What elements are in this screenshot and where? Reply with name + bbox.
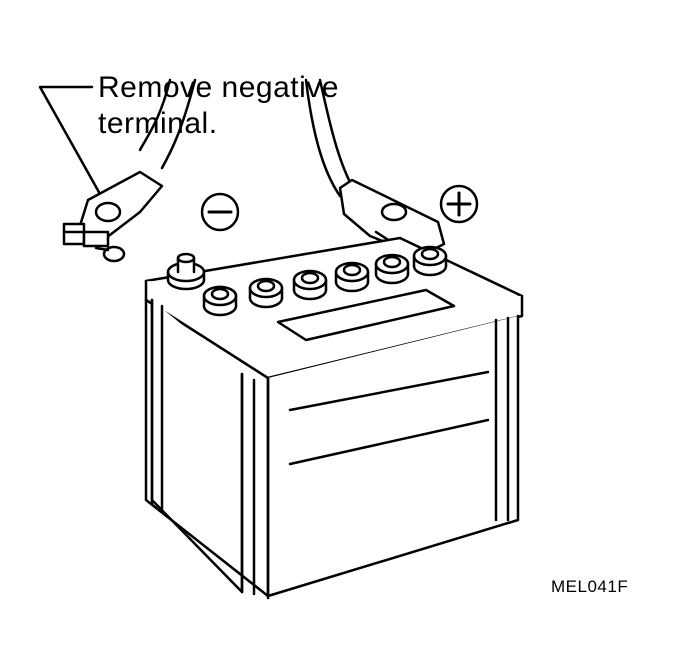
battery-caps	[166, 245, 448, 317]
callout-leader-line	[38, 85, 102, 196]
callout-line-1: Remove negative	[98, 71, 339, 104]
cap-3	[292, 269, 328, 301]
battery-case	[144, 236, 524, 600]
negative-terminal-clamp	[62, 170, 164, 263]
figure-id-label: MEL041F	[551, 577, 629, 596]
cap-4	[334, 261, 370, 293]
positive-cable	[304, 78, 354, 198]
cap-5	[374, 253, 410, 285]
negative-cable	[138, 78, 197, 170]
callout-line-2: terminal.	[98, 107, 218, 140]
positive-sign-icon	[439, 184, 479, 224]
cap-2	[248, 277, 284, 309]
cap-6	[412, 245, 448, 277]
negative-post	[166, 252, 206, 291]
cap-1	[202, 285, 238, 317]
callout-text: Remove negative terminal.	[98, 70, 339, 142]
negative-sign-icon	[200, 192, 240, 232]
